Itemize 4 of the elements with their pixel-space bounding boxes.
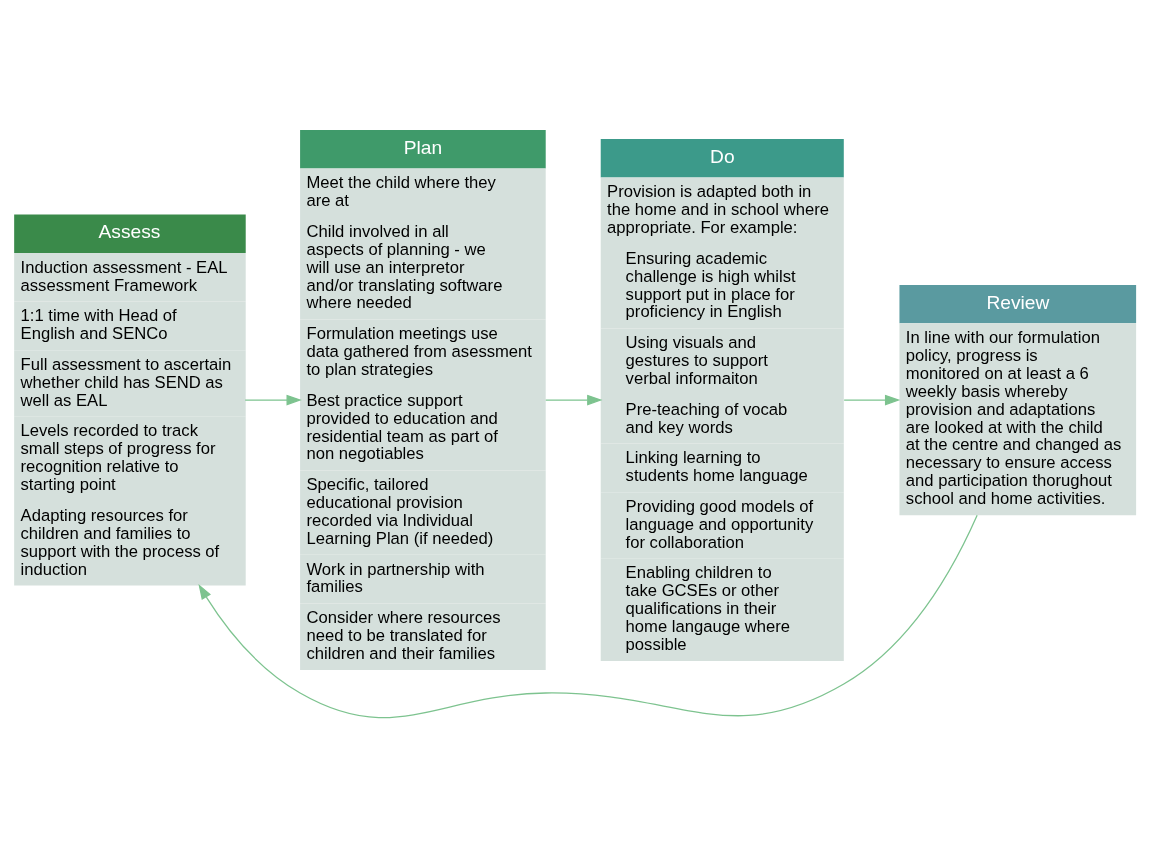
arrow	[545, 394, 603, 406]
arrow	[198, 514, 978, 719]
arrow	[244, 394, 302, 406]
arrow	[843, 394, 901, 406]
